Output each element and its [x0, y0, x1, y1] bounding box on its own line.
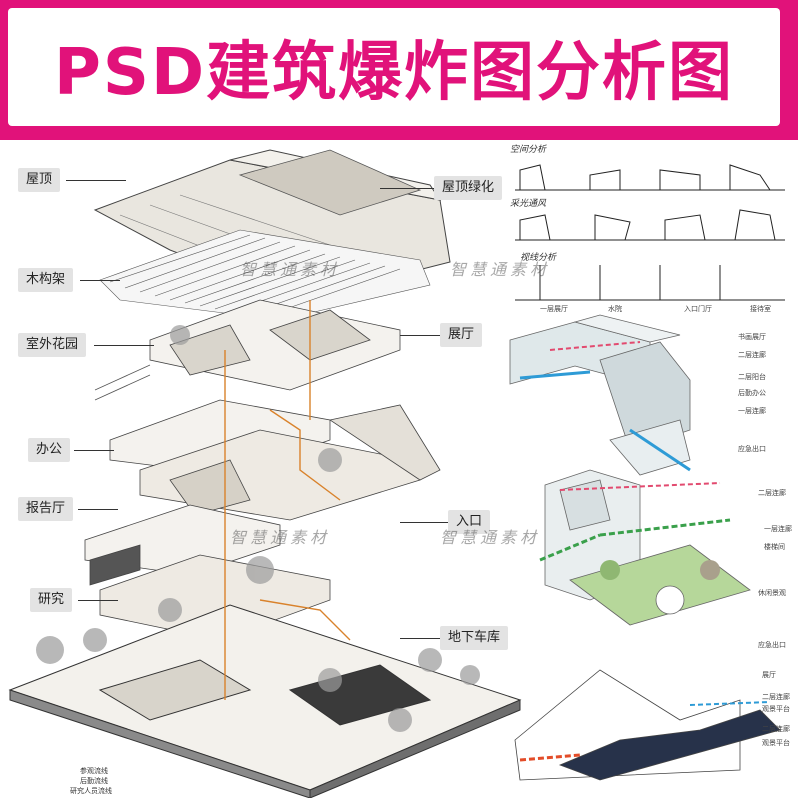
section-diagrams — [515, 164, 785, 301]
d3-label-1: 展厅 — [762, 671, 776, 679]
label-roof-greening: 屋顶绿化 — [434, 176, 503, 200]
section-label-4: 接待室 — [750, 305, 771, 313]
leader-entrance — [400, 522, 448, 523]
section-title-light: 采光通风 — [510, 199, 547, 209]
d1-label-2: 二层连廊 — [738, 351, 766, 359]
watermark-2: 智慧通素材 — [450, 260, 551, 279]
label-outdoor-garden: 室外花园 — [18, 333, 87, 357]
legend-item-3: 研究人员流线 — [70, 787, 112, 795]
section-label-2: 水院 — [608, 305, 622, 313]
d3-label-4: 二层连廊 — [762, 725, 790, 733]
leader-office — [74, 450, 114, 451]
d2-label-3: 楼梯间 — [764, 543, 785, 551]
circulation-diagram-3 — [514, 669, 781, 781]
trees — [36, 325, 480, 732]
d1-label-6: 应急出口 — [738, 445, 766, 453]
label-lecture-hall: 报告厅 — [18, 497, 74, 521]
leader-lecture-hall — [78, 509, 118, 510]
section-title-space: 空间分析 — [510, 145, 547, 155]
leader-roof — [66, 180, 126, 181]
legend-item-1: 参观流线 — [80, 767, 108, 775]
label-entrance: 入口 — [448, 510, 491, 534]
d2-label-1: 二层连廊 — [758, 489, 786, 497]
watermark-4: 智慧通素材 — [440, 528, 541, 547]
leader-research — [78, 600, 118, 601]
watermark-3: 智慧通素材 — [230, 528, 331, 547]
d2-label-5: 应急出口 — [758, 641, 786, 649]
exploded-axonometric-drawing — [8, 149, 785, 798]
label-exhibition-hall: 展厅 — [440, 323, 483, 347]
leader-underground-garage — [400, 638, 440, 639]
timber-frame-layer — [99, 229, 431, 321]
leader-timber-frame — [80, 280, 120, 281]
leader-exhibition-hall — [400, 335, 440, 336]
label-underground-garage: 地下车库 — [440, 626, 509, 650]
d1-label-1: 书画展厅 — [738, 333, 766, 341]
label-roof: 屋顶 — [18, 168, 61, 192]
leader-outdoor-garden — [94, 345, 154, 346]
label-timber-frame: 木构架 — [18, 268, 74, 292]
circulation-lines — [224, 300, 351, 700]
d2-label-4: 休闲景观 — [758, 589, 786, 597]
d3-label-2: 二层连廊 — [762, 693, 790, 701]
d2-label-2: 一层连廊 — [764, 525, 792, 533]
title-banner-box — [8, 8, 780, 126]
banner-title: PSD建筑爆炸图分析图 — [53, 36, 735, 110]
legend-item-2: 后勤流线 — [80, 777, 108, 785]
ground-level — [8, 604, 522, 798]
d1-label-3: 二层阳台 — [738, 373, 766, 381]
section-label-3: 入口门厅 — [684, 305, 712, 313]
label-office: 办公 — [28, 438, 71, 462]
label-research: 研究 — [30, 588, 73, 612]
circulation-diagram-1 — [509, 314, 691, 476]
office-level — [109, 399, 441, 521]
leader-roof-greening — [380, 188, 434, 189]
d3-label-3: 观景平台 — [762, 705, 790, 713]
watermark-1: 智慧通素材 — [240, 260, 341, 279]
garden-level — [94, 299, 401, 401]
section-label-1: 一层展厅 — [540, 305, 568, 313]
section-title-circulation: 视线分析 — [520, 253, 557, 263]
d1-label-5: 一层连廊 — [738, 407, 766, 415]
d1-label-4: 后勤办公 — [738, 389, 766, 397]
circulation-diagram-2 — [539, 469, 751, 626]
d3-label-5: 观景平台 — [762, 739, 790, 747]
